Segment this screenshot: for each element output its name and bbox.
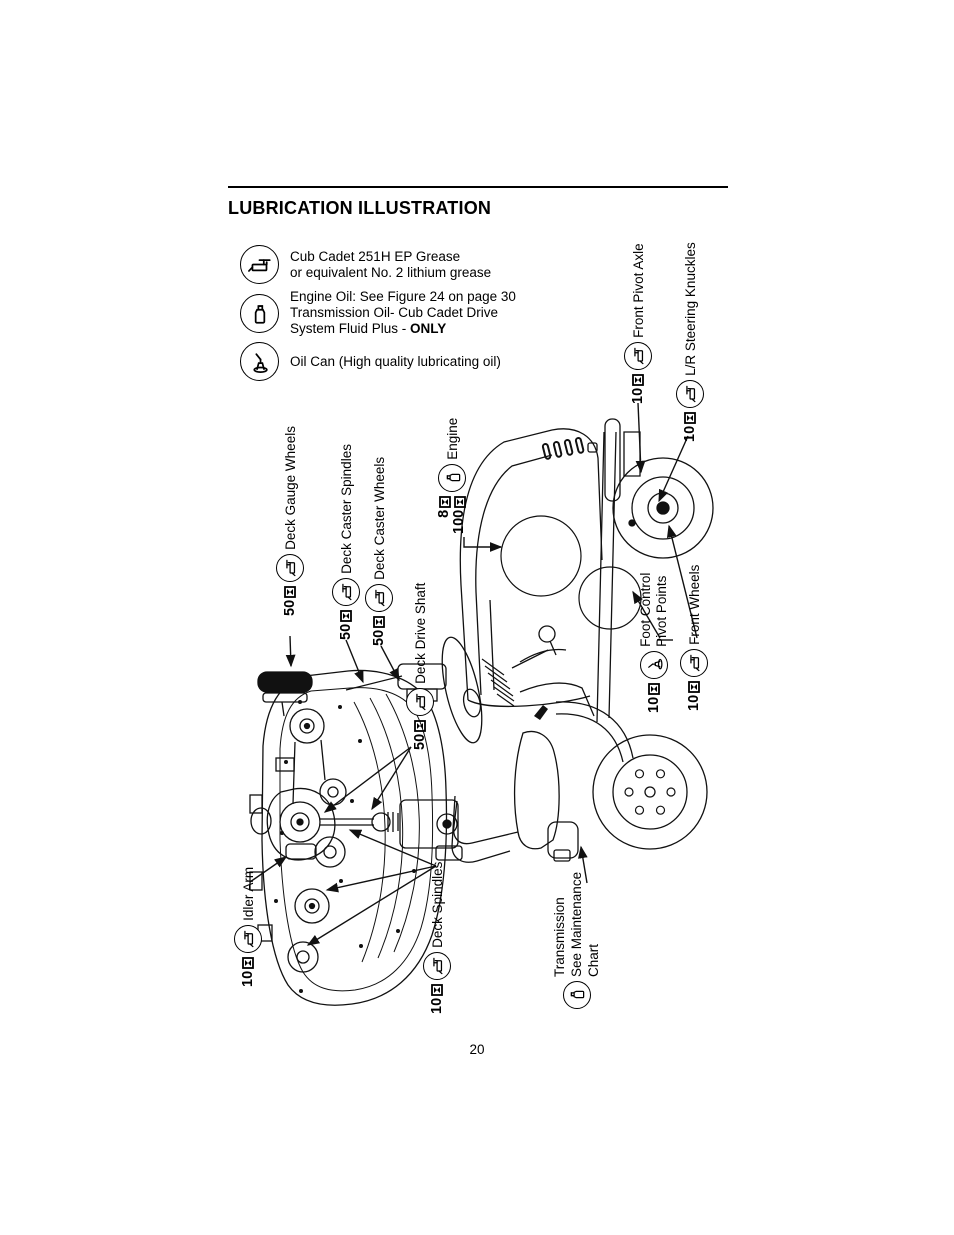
interval: 50 bbox=[412, 719, 428, 750]
callout-deck-caster-wheels: 50 Deck Caster Wheels bbox=[365, 457, 393, 646]
callout-label: Deck Spindles bbox=[429, 861, 445, 948]
legend-item-oil-can: Oil Can (High quality lubricating oil) bbox=[240, 342, 501, 381]
hours-icon bbox=[414, 719, 426, 732]
callout-lr-steering-knuckles: 10 L/R Steering Knuckles bbox=[676, 242, 704, 442]
hours-icon bbox=[453, 495, 466, 508]
grease-gun-icon bbox=[680, 648, 708, 677]
callout-idler-arm: 10 Idler Arm bbox=[234, 867, 262, 987]
callout-front-wheels: 10 Front Wheels bbox=[680, 565, 708, 711]
callout-foot-control-pivot-points: 10 Foot Control Pivot Points bbox=[638, 573, 670, 713]
legend-line-part: System Fluid Plus - bbox=[290, 321, 411, 336]
hours-icon bbox=[431, 983, 443, 996]
callout-deck-drive-shaft: 50 Deck Drive Shaft bbox=[406, 583, 434, 750]
interval: 10 bbox=[646, 682, 662, 713]
callout-label: Idler Arm bbox=[240, 866, 256, 921]
oil-bottle-icon bbox=[438, 463, 466, 492]
legend-text: Engine Oil: See Figure 24 on page 30 Tra… bbox=[290, 289, 516, 337]
callout-label: Engine bbox=[444, 417, 460, 460]
grease-gun-icon bbox=[624, 341, 652, 370]
callout-deck-caster-spindles: 50 Deck Caster Spindles bbox=[332, 444, 360, 640]
hours-icon bbox=[438, 495, 451, 508]
legend-line: System Fluid Plus - ONLY bbox=[290, 321, 516, 337]
callout-label: Transmission See Maintenance Chart bbox=[552, 871, 601, 977]
callout-label: Deck Drive Shaft bbox=[412, 582, 428, 684]
callout-label: Deck Gauge Wheels bbox=[282, 426, 298, 550]
legend-line: Oil Can (High quality lubricating oil) bbox=[290, 353, 501, 369]
grease-gun-icon bbox=[406, 687, 434, 716]
page-number: 20 bbox=[469, 1042, 485, 1057]
callout-label: Deck Caster Spindles bbox=[338, 444, 354, 574]
interval: 50 bbox=[371, 615, 387, 646]
hours-icon bbox=[242, 956, 254, 969]
legend-text: Oil Can (High quality lubricating oil) bbox=[290, 354, 501, 370]
callout-label: Foot Control Pivot Points bbox=[638, 572, 669, 647]
tractor-illustration bbox=[441, 418, 714, 863]
header-rule bbox=[228, 186, 728, 188]
interval: 10 bbox=[686, 680, 702, 711]
interval: 10 bbox=[429, 983, 445, 1014]
grease-gun-icon bbox=[423, 951, 451, 980]
hours-icon bbox=[632, 373, 644, 386]
legend-line: Transmission Oil- Cub Cadet Drive bbox=[290, 305, 499, 320]
interval-list: 8 100 bbox=[436, 495, 467, 534]
legend-emphasis: ONLY bbox=[410, 321, 447, 336]
callout-label: L/R Steering Knuckles bbox=[682, 242, 698, 376]
callout-transmission: Transmission See Maintenance Chart bbox=[551, 872, 602, 1009]
legend-line: Engine Oil: See Figure 24 on page 30 bbox=[290, 289, 516, 304]
interval: 10 bbox=[630, 373, 646, 404]
grease-gun-icon bbox=[234, 924, 262, 953]
oil-bottle-icon bbox=[240, 293, 279, 333]
grease-gun-icon bbox=[332, 577, 360, 606]
interval: 50 bbox=[282, 585, 298, 616]
interval: 10 bbox=[240, 956, 256, 987]
callout-arrows bbox=[249, 402, 698, 946]
interval: 10 bbox=[682, 411, 698, 442]
grease-gun-icon bbox=[676, 379, 704, 408]
callout-label: Front Wheels bbox=[686, 564, 702, 645]
callout-deck-spindles: 10 Deck Spindles bbox=[423, 862, 451, 1014]
grease-gun-icon bbox=[365, 583, 393, 612]
hours-icon bbox=[284, 585, 296, 598]
legend-item-oil: Engine Oil: See Figure 24 on page 30 Tra… bbox=[240, 289, 516, 337]
legend-line: Cub Cadet 251H EP Grease bbox=[290, 248, 461, 264]
grease-gun-icon bbox=[276, 553, 304, 582]
page-title: LUBRICATION ILLUSTRATION bbox=[228, 198, 492, 218]
callout-engine: 8 100 Engine bbox=[436, 417, 467, 534]
callout-deck-gauge-wheels: 50 Deck Gauge Wheels bbox=[276, 426, 304, 616]
hours-icon bbox=[373, 615, 385, 628]
oil-can-icon bbox=[640, 650, 668, 679]
oil-can-icon bbox=[240, 342, 279, 381]
oil-bottle-icon bbox=[562, 981, 591, 1009]
hours-icon bbox=[684, 411, 696, 424]
hours-icon bbox=[340, 609, 352, 622]
legend-text: Cub Cadet 251H EP Grease or equivalent N… bbox=[290, 249, 491, 281]
legend-line: or equivalent No. 2 lithium grease bbox=[290, 264, 492, 280]
interval: 50 bbox=[338, 609, 354, 640]
callout-label: Front Pivot Axle bbox=[630, 243, 646, 338]
legend-item-grease: Cub Cadet 251H EP Grease or equivalent N… bbox=[240, 245, 491, 284]
callout-label: Deck Caster Wheels bbox=[371, 456, 387, 580]
hours-icon bbox=[688, 680, 700, 693]
hours-icon bbox=[648, 682, 660, 695]
callout-front-pivot-axle: 10 Front Pivot Axle bbox=[624, 243, 652, 404]
grease-gun-icon bbox=[240, 245, 279, 284]
